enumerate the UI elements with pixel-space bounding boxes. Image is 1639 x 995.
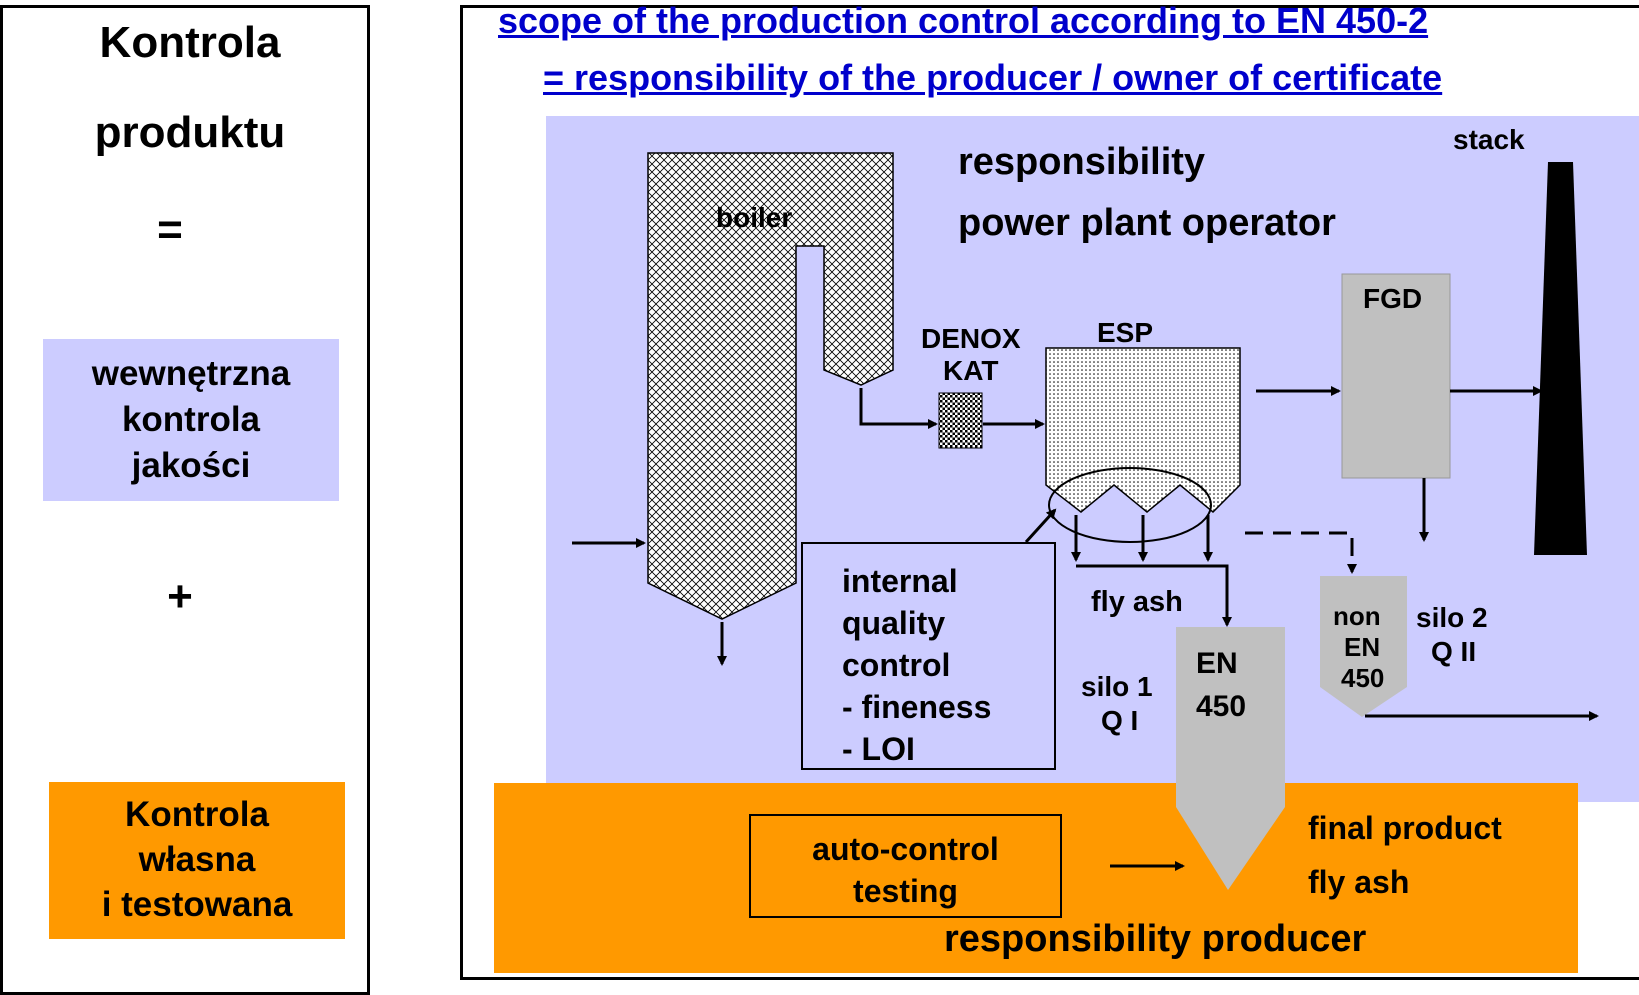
- arrow-boiler-to-denox: [859, 388, 938, 429]
- own-box-line3: i testowana: [101, 885, 293, 924]
- control-line2: quality: [842, 605, 946, 641]
- auto-control-line1: auto-control: [812, 831, 999, 867]
- silo1-label-line1: silo 1: [1081, 671, 1153, 702]
- arrow-to-silo1: [1076, 564, 1232, 627]
- responsibility-label-line1: responsibility: [958, 141, 1206, 183]
- esp-label: ESP: [1097, 317, 1154, 348]
- control-line1: internal: [842, 563, 958, 599]
- denox-catalyst-shape: [938, 392, 983, 449]
- internal-box-line2: kontrola: [121, 400, 261, 439]
- auto-control-line2: testing: [853, 873, 958, 909]
- responsibility-label-line2: power plant operator: [958, 202, 1336, 244]
- responsibility-producer-label: responsibility producer: [944, 918, 1367, 960]
- arrow-dashed-to-silo2: [1245, 531, 1357, 574]
- right-panel-frame: [460, 5, 1639, 980]
- plus-sign: +: [167, 572, 193, 621]
- fgd-shape: [1341, 273, 1451, 479]
- non-en-label-line3: 450: [1341, 663, 1385, 693]
- internal-quality-control-text: internal quality control - fineness - LO…: [842, 560, 991, 770]
- denox-label-line1: DENOX: [921, 323, 1021, 354]
- internal-quality-control-frame: [801, 542, 1056, 770]
- silo2-label-line1: silo 2: [1416, 602, 1488, 633]
- internal-box-line1: wewnętrzna: [91, 354, 291, 393]
- fly-ash-label: fly ash: [1091, 586, 1183, 618]
- own-box-line2: własna: [138, 840, 256, 879]
- internal-box-line3: jakości: [131, 446, 251, 485]
- auto-control-testing-box: auto-control testing: [749, 814, 1062, 918]
- silo2-label-line2: Q II: [1431, 636, 1477, 667]
- silo2-shape: [1320, 576, 1407, 717]
- final-product-line1: final product: [1308, 810, 1502, 846]
- final-product-line2: fly ash: [1308, 864, 1410, 900]
- own-tested-control-box: Kontrola własna i testowana: [49, 782, 345, 939]
- boiler-shape: [647, 152, 894, 620]
- own-box-line1: Kontrola: [125, 795, 269, 834]
- control-line5: - LOI: [842, 731, 915, 767]
- equals-sign: =: [157, 205, 183, 254]
- title-line1: scope of the production control accordin…: [498, 0, 1429, 41]
- non-en-label-line2: EN: [1344, 632, 1381, 662]
- title-line2: = responsibility of the producer / owner…: [543, 57, 1443, 98]
- control-line4: - fineness: [842, 689, 992, 725]
- internal-quality-control-box: wewnętrzna kontrola jakości: [43, 339, 339, 501]
- esp-hopper-ellipse: [1048, 467, 1212, 543]
- en450-label-line2: 450: [1196, 690, 1247, 723]
- arrow-control-to-esp: [1024, 508, 1057, 544]
- esp-shape: [1045, 347, 1241, 514]
- boiler-label: boiler: [716, 202, 793, 233]
- left-heading-line2: produktu: [94, 108, 286, 157]
- stack-shape: [1534, 162, 1587, 555]
- silo1-label-line2: Q I: [1101, 705, 1139, 736]
- fgd-label: FGD: [1363, 283, 1423, 314]
- left-heading-line1: Kontrola: [99, 18, 281, 67]
- stack-label: stack: [1453, 124, 1525, 155]
- denox-label-line2: KAT: [943, 355, 999, 386]
- en450-label-line1: EN: [1196, 647, 1238, 680]
- non-en-label-line1: non: [1333, 601, 1381, 631]
- control-line3: control: [842, 647, 951, 683]
- silo1-shape: [1176, 627, 1285, 890]
